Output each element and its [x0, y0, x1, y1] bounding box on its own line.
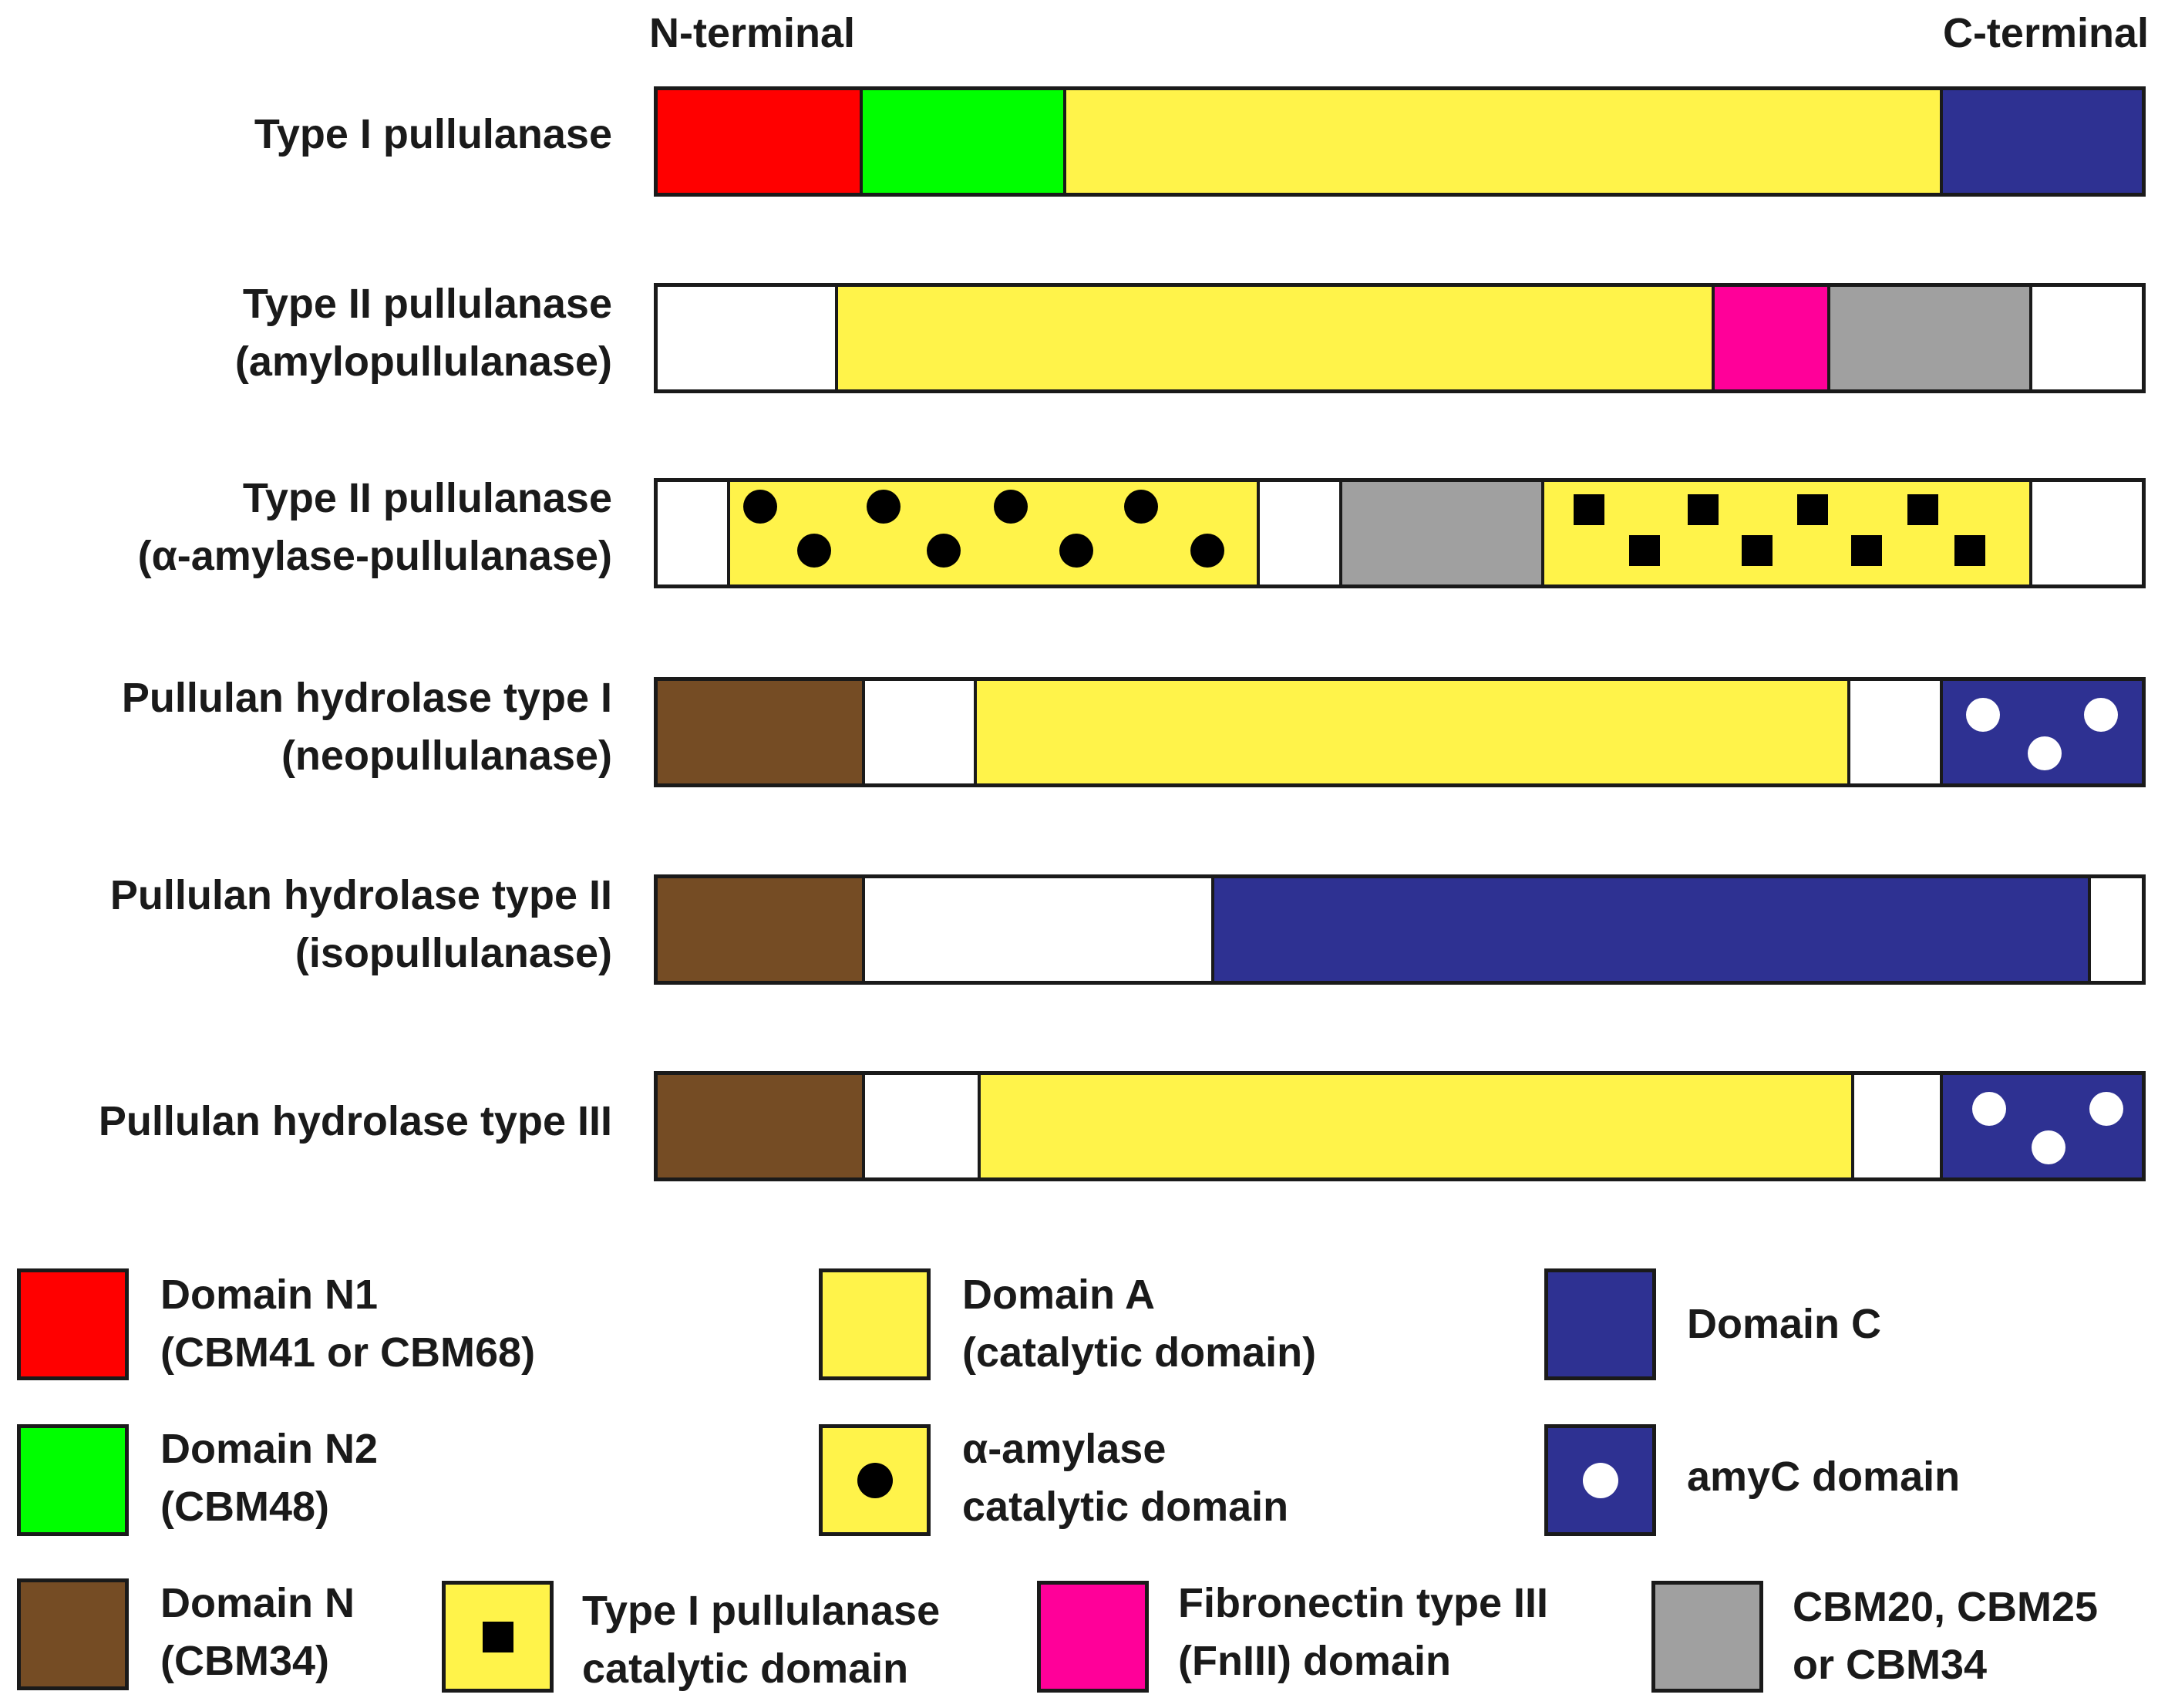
legend-label-domain-n1: Domain N1 (CBM41 or CBM68)	[160, 1272, 536, 1376]
alpha-amylase-catalytic-segment	[727, 482, 1257, 584]
white-dot	[2089, 1092, 2123, 1126]
amyc-domain-segment	[1940, 681, 2142, 783]
row-label-type-i-pullulanase: Type I pullulanase	[254, 111, 612, 157]
black-dot	[1190, 534, 1224, 568]
domain-n-segment	[658, 1075, 862, 1177]
black-square-icon	[482, 1621, 513, 1652]
blank-segment	[1257, 482, 1339, 584]
blank-segment	[1851, 1075, 1940, 1177]
domain-c-segment	[1940, 90, 2142, 193]
white-dot	[1972, 1092, 2006, 1126]
legend-label-pullulanase-catalytic: Type I pullulanase catalytic domain	[582, 1588, 941, 1692]
domain-c-segment	[1211, 878, 2088, 981]
black-dot	[743, 490, 777, 524]
white-dot	[2032, 1130, 2065, 1164]
white-dot	[2084, 698, 2118, 732]
black-dot	[994, 490, 1028, 524]
legend-swatch-alpha-amylase-catalytic	[819, 1424, 931, 1536]
legend-label-fn3-domain: Fibronectin type III (FnIII) domain	[1178, 1580, 1549, 1684]
pullulanase-catalytic-segment	[1541, 482, 2029, 584]
domain-bar-neopullulanase	[654, 677, 2146, 787]
black-dot	[1059, 534, 1093, 568]
blank-segment	[862, 878, 1211, 981]
black-square	[1907, 494, 1938, 525]
legend-label-domain-c: Domain C	[1687, 1301, 1882, 1347]
row-label-pullulan-hydrolase-type-i: Pullulan hydrolase type I (neopullulanas…	[121, 675, 612, 779]
blank-segment	[862, 681, 974, 783]
black-square	[1574, 494, 1604, 525]
domain-a-segment	[835, 287, 1712, 389]
domain-bar-type-ii-alpha-amylase-pullulanase	[654, 478, 2146, 588]
black-square	[1954, 535, 1985, 566]
black-dot	[797, 534, 831, 568]
legend-label-domain-n: Domain N (CBM34)	[160, 1580, 355, 1684]
black-square	[1629, 535, 1660, 566]
legend-swatch-fn3-domain	[1037, 1581, 1149, 1693]
row-label-type-ii-alpha-amylase-pullulanase: Type II pullulanase (α-amylase-pullulana…	[137, 475, 612, 579]
blank-segment	[2088, 878, 2142, 981]
domain-n-segment	[658, 681, 862, 783]
domain-n2-segment	[860, 90, 1063, 193]
n-terminal-label: N-terminal	[649, 10, 856, 56]
legend-swatch-pullulanase-catalytic	[442, 1581, 554, 1693]
legend-swatch-domain-n	[17, 1578, 129, 1690]
domain-a-segment	[978, 1075, 1851, 1177]
row-label-pullulan-hydrolase-type-iii: Pullulan hydrolase type III	[98, 1098, 612, 1144]
blank-segment	[2029, 482, 2142, 584]
legend-label-domain-n2: Domain N2 (CBM48)	[160, 1426, 379, 1530]
domain-bar-type-i-pullulanase	[654, 86, 2146, 197]
white-dot	[2028, 736, 2062, 770]
blank-segment	[658, 482, 727, 584]
black-dot	[867, 490, 901, 524]
blank-segment	[1847, 681, 1940, 783]
domain-bar-isopullulanase	[654, 874, 2146, 985]
black-square	[1742, 535, 1773, 566]
white-dot	[1966, 698, 2000, 732]
black-dot-icon	[857, 1462, 893, 1498]
legend-swatch-domain-n2	[17, 1424, 129, 1536]
c-terminal-label: C-terminal	[1942, 10, 2149, 56]
legend-label-cbm: CBM20, CBM25 or CBM34	[1793, 1584, 2099, 1688]
domain-n1-segment	[658, 90, 860, 193]
cbm-segment	[1339, 482, 1541, 584]
black-square	[1797, 494, 1828, 525]
row-label-pullulan-hydrolase-type-ii: Pullulan hydrolase type II (isopullulana…	[109, 872, 612, 976]
domain-n-segment	[658, 878, 862, 981]
amyc-domain-segment	[1940, 1075, 2142, 1177]
row-label-type-ii-amylopullulanase: Type II pullulanase (amylopullulanase)	[234, 281, 612, 385]
domain-bar-pullulan-hydrolase-type-iii	[654, 1071, 2146, 1181]
black-dot	[927, 534, 961, 568]
legend-label-domain-a: Domain A (catalytic domain)	[962, 1272, 1317, 1376]
blank-segment	[658, 287, 835, 389]
domain-a-segment	[1063, 90, 1940, 193]
legend-swatch-domain-a	[819, 1268, 931, 1380]
domain-bar-type-ii-amylopullulanase	[654, 283, 2146, 393]
black-dot	[1124, 490, 1158, 524]
fn3-domain-segment	[1712, 287, 1827, 389]
cbm-segment	[1827, 287, 2029, 389]
domain-a-segment	[974, 681, 1847, 783]
blank-segment	[862, 1075, 978, 1177]
black-square	[1851, 535, 1882, 566]
white-dot-icon	[1582, 1462, 1618, 1498]
legend-label-alpha-amylase-catalytic: α-amylase catalytic domain	[962, 1426, 1289, 1530]
legend-label-amyc-domain: amyC domain	[1687, 1454, 1961, 1500]
legend-swatch-domain-n1	[17, 1268, 129, 1380]
legend-swatch-domain-c	[1544, 1268, 1656, 1380]
blank-segment	[2029, 287, 2142, 389]
legend-swatch-cbm	[1651, 1581, 1763, 1693]
black-square	[1688, 494, 1719, 525]
legend-swatch-amyc-domain	[1544, 1424, 1656, 1536]
